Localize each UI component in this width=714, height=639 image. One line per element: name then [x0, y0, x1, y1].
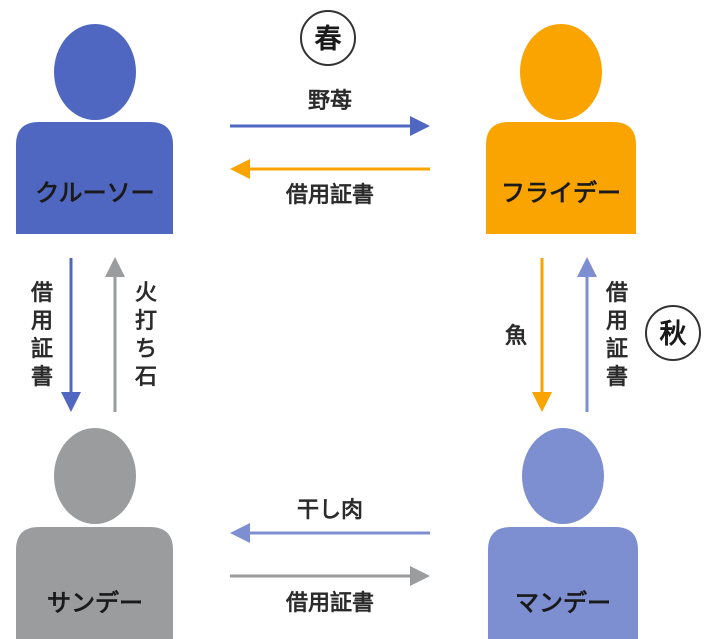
flow-monday-to-sunday: 干し肉 — [230, 498, 430, 543]
vertical-label-char: 書 — [31, 364, 53, 390]
flow-monday-to-friday-label: 借用証書 — [605, 281, 628, 390]
flow-crusoe-to-friday: 野苺 — [230, 89, 430, 136]
vertical-label-text: 借用証書 — [30, 281, 53, 390]
person-sunday-head — [54, 428, 136, 524]
person-monday-body — [488, 527, 638, 639]
season-spring-label: 春 — [315, 24, 343, 55]
vertical-label-text: 借用証書 — [605, 281, 628, 390]
person-monday-label: マンデー — [515, 589, 611, 617]
season-badge-autumn: 秋 — [645, 305, 701, 361]
vertical-label-char: 石 — [134, 365, 157, 390]
vertical-label-text: 火打ち石 — [134, 281, 157, 390]
vertical-label-char: 魚 — [505, 323, 527, 349]
flow-sunday-to-crusoe: 火打ち石 — [105, 257, 157, 412]
person-friday-body — [486, 122, 636, 234]
person-sunday-label: サンデー — [47, 589, 143, 617]
person-friday-label: フライデー — [501, 179, 621, 207]
flow-crusoe-to-sunday-label: 借用証書 — [30, 281, 53, 390]
flow-monday-to-sunday-label: 干し肉 — [297, 498, 363, 523]
person-crusoe-head — [54, 24, 136, 120]
person-friday-head — [520, 24, 602, 120]
person-sunday-body — [16, 527, 173, 639]
season-autumn-label: 秋 — [660, 319, 687, 350]
person-crusoe-label: クルーソー — [35, 179, 154, 207]
flow-sunday-to-monday-label: 借用証書 — [285, 590, 374, 616]
vertical-label-char: 証 — [31, 336, 53, 362]
vertical-label-char: 書 — [606, 364, 628, 390]
flow-friday-to-crusoe: 借用証書 — [230, 159, 430, 208]
vertical-label-char: 打 — [135, 309, 157, 334]
flow-sunday-to-monday: 借用証書 — [230, 566, 430, 616]
flow-sunday-to-crusoe-label: 火打ち石 — [134, 281, 157, 390]
vertical-label-char: 証 — [606, 336, 628, 362]
person-sunday: サンデー — [16, 428, 173, 639]
vertical-label-char: 借 — [30, 281, 53, 306]
flow-friday-to-monday: 魚 — [505, 258, 552, 412]
flow-friday-to-crusoe-label: 借用証書 — [285, 182, 374, 208]
flow-monday-to-friday: 借用証書 — [577, 257, 628, 412]
vertical-label-char: 用 — [31, 309, 53, 334]
flow-crusoe-to-friday-label: 野苺 — [308, 89, 352, 114]
person-monday-head — [522, 428, 604, 524]
vertical-label-char: 借 — [605, 281, 628, 306]
vertical-label-char: 火 — [135, 281, 157, 306]
flow-crusoe-to-sunday: 借用証書 — [30, 258, 81, 412]
vertical-label-char: ち — [135, 337, 157, 362]
vertical-label-char: 用 — [606, 309, 628, 334]
person-crusoe: クルーソー — [16, 24, 173, 234]
vertical-label-text: 魚 — [505, 323, 527, 349]
person-monday: マンデー — [488, 428, 638, 639]
person-crusoe-body — [16, 122, 173, 234]
flow-friday-to-monday-label: 魚 — [505, 323, 527, 349]
person-friday: フライデー — [486, 24, 636, 234]
season-badge-spring: 春 — [300, 10, 356, 66]
